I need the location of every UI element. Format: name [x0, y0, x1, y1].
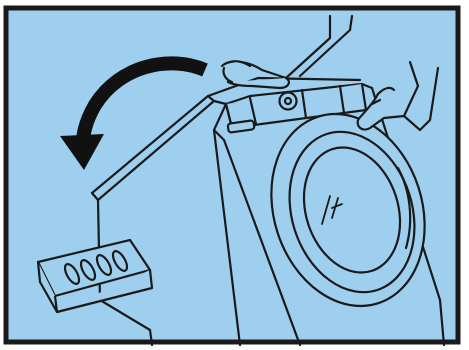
- program-dial-icon: [280, 93, 297, 110]
